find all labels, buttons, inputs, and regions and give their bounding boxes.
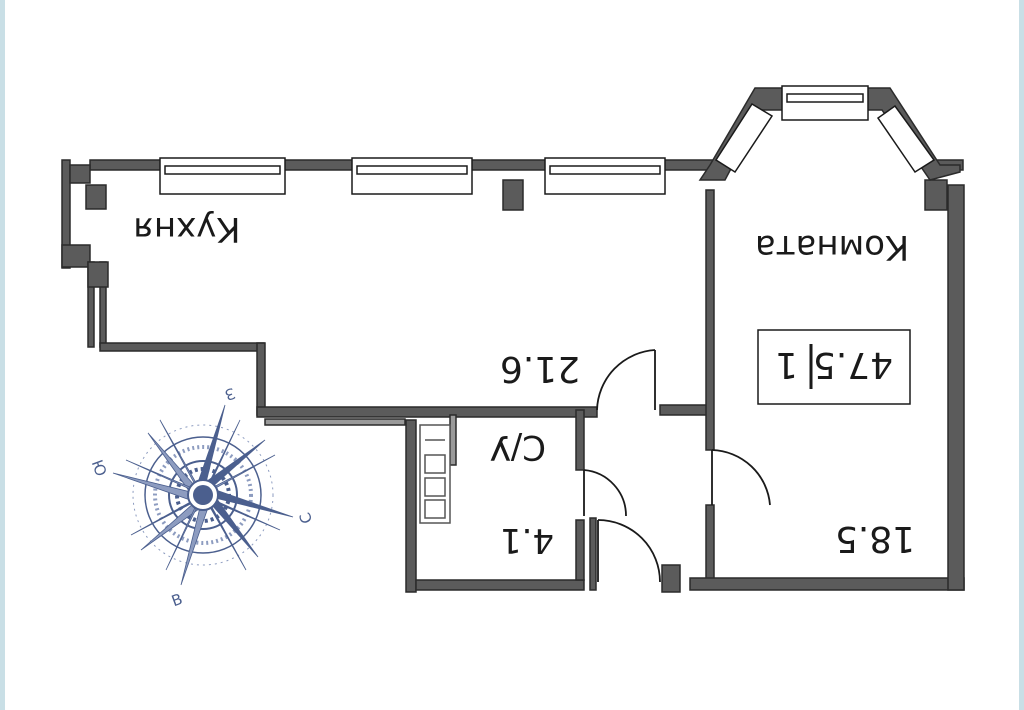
kitchen-area-label: 21.6 [500,348,580,389]
bathroom-name-label: С/У [490,427,546,467]
pillar-kitchen-left-2 [87,261,109,288]
wall-room-left [705,189,715,451]
window-1 [159,157,286,195]
summary-total-area: 47.5 [813,344,893,385]
wall-left-outer [61,159,71,269]
door-entrance [597,519,661,583]
room-name-label: Комната [755,227,909,267]
door-bathroom [583,469,627,517]
wall-kitchen-bottom [99,342,265,352]
pillar-kitchen-middle [502,179,524,211]
wall-left-cap [69,164,91,184]
window-bay-right [876,104,936,174]
compass-east-label: В [169,590,185,610]
kitchen-name-label: Кухня [133,209,240,249]
compass-rose: С Ю В З [88,384,316,610]
wall-kitchen-step [256,342,266,416]
bathroom-area-label: 4.1 [500,520,554,560]
window-bay-left [714,102,774,174]
compass-west-label: З [222,384,237,404]
wall-entrance-jamb [661,564,681,593]
compass-south-label: Ю [88,457,110,478]
window-3 [544,157,666,195]
room-area-label: 18.5 [835,518,915,559]
doors [583,349,771,583]
wall-kitchen-low [256,406,598,418]
wall-bath-partition [449,414,457,466]
summary-rooms-count: 1 [775,344,798,385]
wall-left-jog [61,244,91,268]
window-2 [351,157,473,195]
compass-north-label: С [296,510,317,526]
windows [159,85,936,195]
frame-edge-left [0,0,5,710]
wall-corridor-left [589,517,597,591]
wall-bath-bottom [415,579,585,591]
window-bay-center [781,85,869,121]
wall-bath-right-bottom [575,519,585,581]
pillar-kitchen-left [85,184,107,210]
wall-bath-right-top [575,409,585,471]
summary-box: 47.5 1 [757,329,911,405]
wall-room-right [947,184,965,591]
wall-kitchen-low-line [264,418,406,426]
wall-room-left-bottom [705,504,715,586]
wall-room-bottom [689,577,965,591]
bath-fixture [419,424,451,524]
door-kitchen [596,349,656,411]
door-room [711,449,771,506]
wall-bath-left [405,419,417,593]
frame-edge-right [1019,0,1024,710]
wall-corridor-top [659,404,711,416]
pillar-room-right [924,179,948,211]
